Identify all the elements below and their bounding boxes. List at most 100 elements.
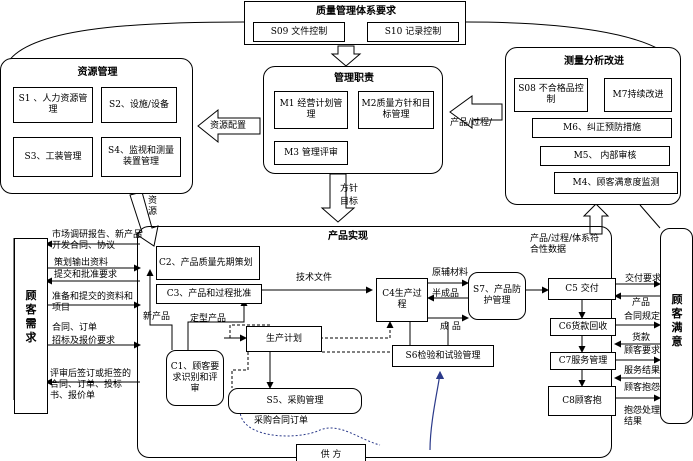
plan-label: 生产计划 — [265, 333, 302, 344]
m3-label: M3 管理评审 — [284, 147, 338, 158]
c4-box[interactable]: C4生产过程 — [376, 278, 428, 322]
s2-box[interactable]: S2、设施/设备 — [101, 87, 177, 123]
supplier-box[interactable]: 供 方 — [296, 444, 366, 461]
s5-box[interactable]: S5、采购管理 — [228, 388, 362, 414]
label-objective: 目标 — [340, 197, 359, 207]
m1-label: M1 经营计划管理 — [279, 99, 343, 120]
label-complaint-result: 抱怨处理结果 — [624, 406, 661, 427]
customer-satisfaction-box: 顾客满意 — [660, 228, 693, 424]
m7-label: M7持续改进 — [612, 89, 664, 100]
label-service-result: 服务结果 — [624, 366, 661, 376]
c1-label: C1、顾客要求识别和评审 — [170, 361, 220, 394]
label-payment: 货款 — [632, 333, 651, 343]
label-fixed-product: 定型产品 — [190, 314, 227, 324]
c2-label: C2、产品质量先期策划 — [159, 257, 253, 268]
s6-box[interactable]: S6检验和试验管理 — [392, 345, 494, 367]
arrow-policy-down — [320, 173, 356, 223]
c8-label: C8顾客抱 — [562, 395, 602, 406]
supplier-label: 供 方 — [320, 450, 342, 460]
s09-box[interactable]: S09 文件控制 — [253, 22, 345, 42]
arrow-qms-down — [330, 45, 362, 67]
c4-label: C4生产过程 — [382, 289, 422, 310]
m1-box[interactable]: M1 经营计划管理 — [274, 91, 348, 129]
label-new-product: 新产品 — [143, 312, 171, 322]
s3-box[interactable]: S3、工装管理 — [13, 137, 93, 177]
label-review-result: 评审后签订或拒签的合同、订单、投标书、报价单 — [50, 369, 132, 401]
plan-box[interactable]: 生产计划 — [246, 326, 322, 352]
label-submit-approval: 提交和批准要求 — [54, 270, 118, 280]
s7-label: S7、产品防护管理 — [473, 285, 521, 306]
c8-box[interactable]: C8顾客抱 — [548, 386, 616, 416]
customer-satisfaction-label: 顾客满意 — [671, 293, 683, 348]
m6-box[interactable]: M6、纠正预防措施 — [532, 118, 672, 138]
m5-label: M5、 内部审核 — [573, 150, 637, 161]
c6-label: C6货款回收 — [558, 321, 608, 332]
s08-label: S08 不合格品控制 — [518, 84, 584, 105]
m3-box[interactable]: M3 管理评审 — [274, 141, 348, 165]
label-prep-docs: 准备和提交的资料和项目 — [52, 292, 134, 313]
measure-title: 测量分析改进 — [564, 56, 624, 67]
arrow-product-process — [449, 95, 503, 129]
s09-label: S09 文件控制 — [270, 26, 328, 37]
s2-label: S2、设施/设备 — [109, 99, 169, 110]
m7-box[interactable]: M7持续改进 — [604, 78, 672, 112]
label-semi-product: 半成品 — [432, 289, 460, 299]
m4-label: M4、顾客满意度监测 — [572, 177, 660, 188]
resource-box: 资源管理 S1 、人力资源管理 S2、设施/设备 S3、工装管理 S4、监视和测… — [0, 58, 193, 194]
s4-box[interactable]: S4、监视和测量装置管理 — [101, 137, 181, 177]
arrow-resource-config — [197, 108, 261, 144]
realization-title: 产品实现 — [328, 231, 368, 242]
s08-box[interactable]: S08 不合格品控制 — [514, 78, 588, 112]
customer-needs-label: 顾客需求 — [25, 289, 37, 344]
management-title: 管理职责 — [334, 73, 374, 84]
label-planning-output: 策划输出资料 — [54, 258, 109, 268]
management-box: 管理职责 M1 经营计划管理 M2质量方针和目标管理 M3 管理评审 — [263, 66, 443, 174]
label-policy: 方针 — [340, 184, 359, 194]
label-delivery-req: 交付要求 — [625, 274, 662, 284]
s1-box[interactable]: S1 、人力资源管理 — [13, 87, 93, 123]
m6-label: M6、纠正预防措施 — [563, 122, 641, 133]
measure-box: 测量分析改进 S08 不合格品控制 M7持续改进 M6、纠正预防措施 M5、 内… — [505, 47, 681, 205]
qms-box: 质量管理体系要求 S09 文件控制 S10 记录控制 — [244, 1, 466, 45]
label-tech-doc: 技术文件 — [296, 273, 333, 283]
m2-label: M2质量方针和目标管理 — [361, 99, 431, 120]
qms-arc-left — [7, 21, 245, 63]
c6-box[interactable]: C6货款回收 — [550, 318, 616, 336]
s3-label: S3、工装管理 — [24, 151, 82, 162]
customer-needs-box: 顾客需求 — [14, 238, 48, 414]
c3-label: C3、产品和过程批准 — [166, 288, 252, 299]
label-resource-config: 资源配置 — [210, 121, 247, 131]
resource-title: 资源管理 — [77, 67, 118, 78]
c7-box[interactable]: C7服务管理 — [550, 352, 616, 370]
s10-box[interactable]: S10 记录控制 — [367, 22, 459, 42]
c3-box[interactable]: C3、产品和过程批准 — [156, 284, 262, 304]
label-resource-vertical: 资源 — [148, 196, 158, 217]
qms-title: 质量管理体系要求 — [316, 6, 396, 17]
m2-box[interactable]: M2质量方针和目标管理 — [358, 91, 434, 129]
m5-box[interactable]: M5、 内部审核 — [540, 146, 670, 166]
realization-box: 产品实现 — [137, 226, 612, 458]
label-finished: 成 品 — [440, 322, 461, 332]
c2-box[interactable]: C2、产品质量先期策划 — [156, 246, 260, 280]
label-complaint: 顾客抱怨 — [624, 383, 661, 393]
c5-label: C5 交付 — [565, 283, 599, 294]
c7-label: C7服务管理 — [558, 355, 608, 366]
label-conformity: 产品/过程/体系符合性数据 — [530, 234, 600, 255]
label-purchase-order: 采购合同订单 — [254, 416, 309, 426]
c1-box[interactable]: C1、顾客要求识别和评审 — [166, 350, 224, 406]
label-aux-material: 原辅材料 — [432, 268, 469, 278]
label-tender: 招标及报价要求 — [52, 336, 116, 346]
label-customer-req: 顾客要求 — [624, 346, 661, 356]
s5-label: S5、采购管理 — [266, 395, 324, 406]
label-contract: 合同、订单 — [52, 323, 98, 333]
s6-label: S6检验和试验管理 — [405, 350, 481, 361]
c5-box[interactable]: C5 交付 — [548, 278, 616, 300]
s10-label: S10 记录控制 — [384, 26, 442, 37]
m4-box[interactable]: M4、顾客满意度监测 — [554, 172, 678, 194]
label-market: 市场调研报告、新产品开发合同、协议 — [52, 230, 143, 251]
s7-box[interactable]: S7、产品防护管理 — [468, 272, 526, 320]
label-product-process: 产品/过程/ — [450, 118, 493, 128]
s4-label: S4、监视和测量装置管理 — [108, 146, 174, 167]
label-contract-rule: 合同规定 — [624, 312, 661, 322]
